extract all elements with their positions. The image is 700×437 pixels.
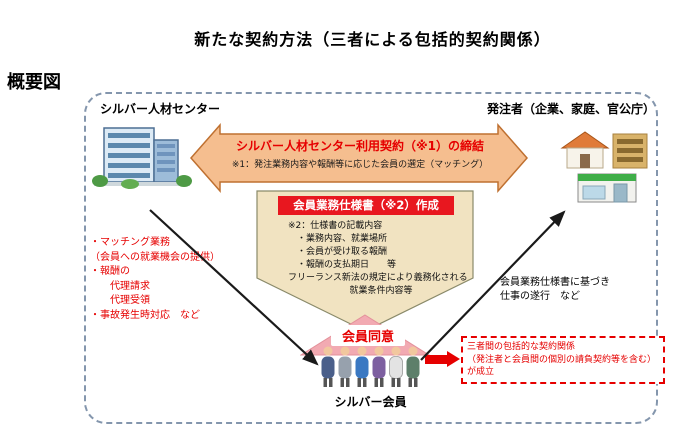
- text-line: 三者間の包括的な契約関係: [467, 342, 576, 352]
- text-line: （会員への就業機会の提供）: [90, 251, 220, 263]
- result-arrow-shaft: [425, 354, 447, 364]
- result-arrow-head: [447, 351, 460, 367]
- text-line: ※2：仕様書の記載内容: [288, 221, 383, 231]
- text-line: 代理受領: [90, 295, 150, 306]
- result-box: 三者間の包括的な契約関係 （発注者と会員間の個別の請負契約等を含む） が成立: [461, 336, 665, 384]
- spec-title: 会員業務仕様書（※2）作成: [278, 196, 454, 215]
- usage-contract-note: ※1：発注業務内容や報酬等に応じた会員の選定（マッチング）: [231, 160, 489, 170]
- orderer-label: 発注者（企業、家庭、官公庁）: [487, 102, 656, 116]
- consent-label: 会員同意: [331, 325, 405, 346]
- text-line: ・会員が受け取る報酬: [288, 247, 388, 257]
- text-line: が成立: [467, 367, 495, 377]
- page-title: 新たな契約方法（三者による包括的契約関係）: [194, 30, 551, 49]
- spec-lines: ※2：仕様書の記載内容 ・業務内容、就業場所 ・会員が受け取る報酬 ・報酬の支払…: [288, 220, 474, 298]
- center-tasks-list: ・マッチング業務 （会員への就業機会の提供） ・報酬の 代理請求 代理受領 ・事…: [90, 236, 220, 323]
- text-line: ・事故発生時対応 など: [90, 309, 200, 321]
- orderer-buildings-icon: [560, 131, 648, 203]
- office-building-icon: [92, 127, 192, 189]
- usage-contract-title: シルバー人材センター利用契約（※1）の締結: [235, 139, 485, 153]
- text-line: ・業務内容、就業場所: [288, 234, 388, 244]
- members-people-icon: [321, 346, 420, 387]
- text-line: 会員業務仕様書に基づき: [500, 277, 610, 288]
- text-line: ・マッチング業務: [90, 237, 170, 248]
- text-line: （発注者と会員間の個別の請負契約等を含む）: [467, 354, 657, 365]
- text-line: ・報酬の支払期日 等: [288, 260, 397, 270]
- usage-contract-arrow-icon: [190, 123, 528, 193]
- text-line: フリーランス新法の規定により義務化される: [288, 273, 468, 283]
- member-tasks-text: 会員業務仕様書に基づき 仕事の遂行 など: [500, 276, 610, 304]
- silver-center-label: シルバー人材センター: [100, 102, 221, 116]
- result-arrow-icon: [425, 351, 460, 367]
- text-line: 就業条件内容等: [349, 286, 413, 296]
- overview-label: 概要図: [7, 72, 61, 93]
- text-line: ・報酬の: [90, 266, 130, 277]
- text-line: 代理請求: [90, 280, 150, 292]
- diagram-frame: [84, 92, 658, 424]
- member-label: シルバー会員: [334, 395, 407, 409]
- text-line: 仕事の遂行 など: [500, 291, 580, 302]
